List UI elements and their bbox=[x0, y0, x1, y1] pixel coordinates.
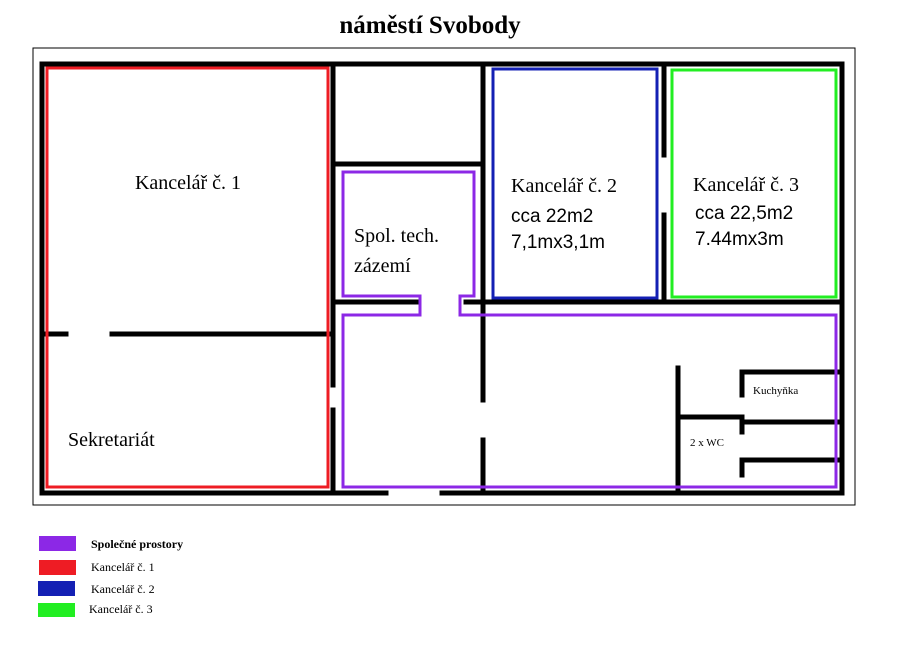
plan-title: náměstí Svobody bbox=[339, 12, 521, 39]
legend-label-common: Společné prostory bbox=[91, 537, 183, 551]
secretariat-label: Sekretariát bbox=[68, 429, 155, 451]
kitchen-label: Kuchyňka bbox=[753, 385, 798, 397]
legend-swatch-common bbox=[39, 536, 76, 551]
office2-dims: 7,1mx3,1m bbox=[511, 232, 605, 253]
office1-label: Kancelář č. 1 bbox=[135, 172, 241, 194]
legend-swatch-office3 bbox=[38, 603, 75, 617]
office2-area: cca 22m2 bbox=[511, 206, 593, 227]
office3-area: cca 22,5m2 bbox=[695, 203, 793, 224]
office2-outline bbox=[491, 67, 659, 300]
legend-label-office1: Kancelář č. 1 bbox=[91, 560, 155, 574]
tech-label-line2: zázemí bbox=[354, 255, 411, 277]
walls bbox=[39, 61, 845, 496]
tech-label-line1: Spol. tech. bbox=[354, 225, 439, 247]
legend-label-office3: Kancelář č. 3 bbox=[89, 602, 153, 616]
outer-frame bbox=[32, 47, 856, 506]
office3-outline bbox=[670, 68, 838, 299]
legend-swatch-office2 bbox=[38, 581, 75, 596]
office3-label: Kancelář č. 3 bbox=[693, 174, 799, 196]
legend-label-office2: Kancelář č. 2 bbox=[91, 582, 155, 596]
legend: Společné prostory Kancelář č. 1 Kancelář… bbox=[38, 536, 183, 617]
common-spaces-outline bbox=[341, 170, 838, 489]
office3-dims: 7.44mx3m bbox=[695, 229, 784, 250]
office2-label: Kancelář č. 2 bbox=[511, 175, 617, 197]
office1-outline bbox=[45, 66, 330, 489]
legend-swatch-office1 bbox=[39, 560, 76, 575]
wc-label: 2 x WC bbox=[690, 437, 724, 449]
